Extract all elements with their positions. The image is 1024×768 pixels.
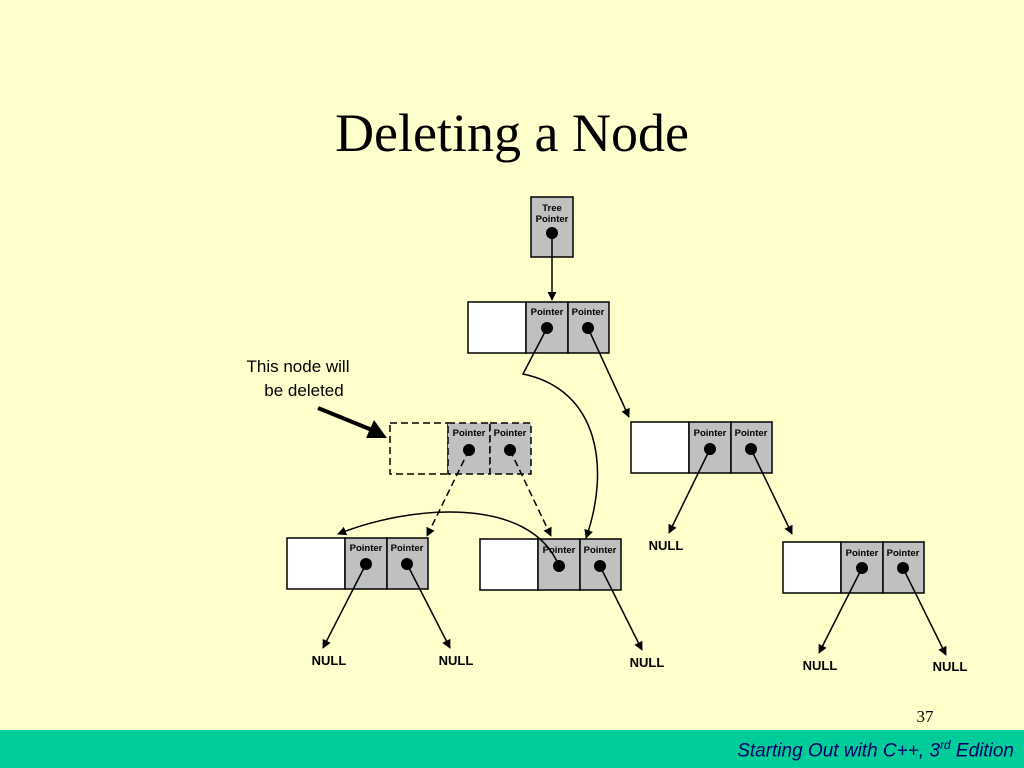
tree-pointer-label-line1: Tree: [542, 203, 562, 214]
pointer-label: Pointer: [846, 548, 879, 559]
pointer-label: Pointer: [584, 545, 617, 556]
null-label: NULL: [312, 653, 347, 668]
left-grandchild-right-null-arrow: [406, 563, 451, 649]
pointer-label: Pointer: [453, 428, 486, 439]
pointer-label: Pointer: [350, 543, 383, 554]
deleted-node: Pointer Pointer: [389, 422, 532, 475]
tree-pointer-label-line2: Pointer: [536, 214, 569, 225]
right-child-left-null-arrow: [668, 448, 711, 534]
null-label: NULL: [649, 538, 684, 553]
null-label: NULL: [803, 658, 838, 673]
left-grandchild-node: Pointer Pointer: [286, 537, 429, 590]
null-label: NULL: [933, 659, 968, 674]
root-left-rerouted-arrow: [521, 327, 599, 539]
root-right-arrow: [587, 327, 630, 418]
pointer-label: Pointer: [735, 428, 768, 439]
pointer-label: Pointer: [494, 428, 527, 439]
middle-grandchild-node: Pointer Pointer: [479, 538, 622, 591]
tree-pointer-box: Tree Pointer: [530, 196, 574, 258]
pointer-arrows: [322, 233, 947, 656]
pointer-label: Pointer: [531, 307, 564, 318]
right-grandchild-right-null-arrow: [902, 567, 947, 656]
callout-arrow: [317, 406, 387, 438]
right-grandchild-node: Pointer Pointer: [782, 541, 925, 594]
pointer-label: Pointer: [694, 428, 727, 439]
right-child-node: Pointer Pointer: [630, 421, 773, 474]
pointer-label: Pointer: [391, 543, 424, 554]
pointer-label: Pointer: [887, 548, 920, 559]
root-node: Pointer Pointer: [467, 301, 610, 354]
callout-text-line2: be deleted: [264, 381, 343, 400]
deleted-right-arrow: [509, 449, 552, 537]
footer-text-main: Starting Out with C++, 3: [737, 740, 940, 762]
callout-text-line1: This node will: [247, 357, 350, 376]
footer-text: Starting Out with C++, 3rd Edition: [737, 738, 1014, 762]
right-grandchild-left-null-arrow: [818, 567, 863, 654]
footer-text-sup: rd: [939, 738, 951, 752]
footer-bar: Starting Out with C++, 3rd Edition: [0, 730, 1024, 768]
slide-title: Deleting a Node: [335, 103, 689, 163]
page-number: 37: [916, 707, 934, 726]
reattach-arrow: [337, 511, 560, 567]
null-label: NULL: [630, 655, 665, 670]
pointer-label: Pointer: [572, 307, 605, 318]
deleted-left-arrow: [426, 449, 470, 537]
null-label: NULL: [439, 653, 474, 668]
binary-tree-diagram: Tree Pointer Pointer Pointer Pointer Poi…: [247, 196, 968, 674]
middle-grandchild-right-null-arrow: [599, 565, 643, 651]
left-grandchild-left-null-arrow: [322, 563, 367, 649]
footer-text-end: Edition: [950, 740, 1014, 762]
right-child-right-arrow: [750, 448, 793, 535]
pointer-label: Pointer: [543, 545, 576, 556]
